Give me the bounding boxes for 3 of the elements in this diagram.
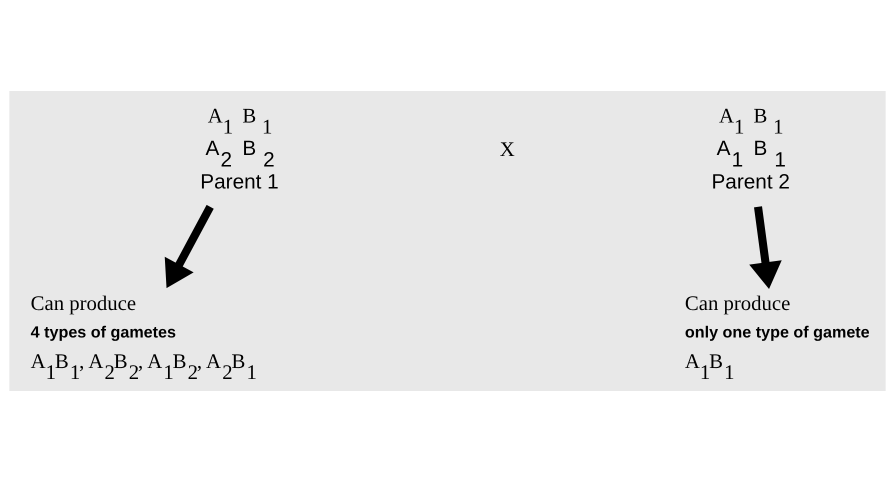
arrow xyxy=(164,204,214,288)
label: X xyxy=(500,138,515,161)
arrow xyxy=(749,206,782,288)
